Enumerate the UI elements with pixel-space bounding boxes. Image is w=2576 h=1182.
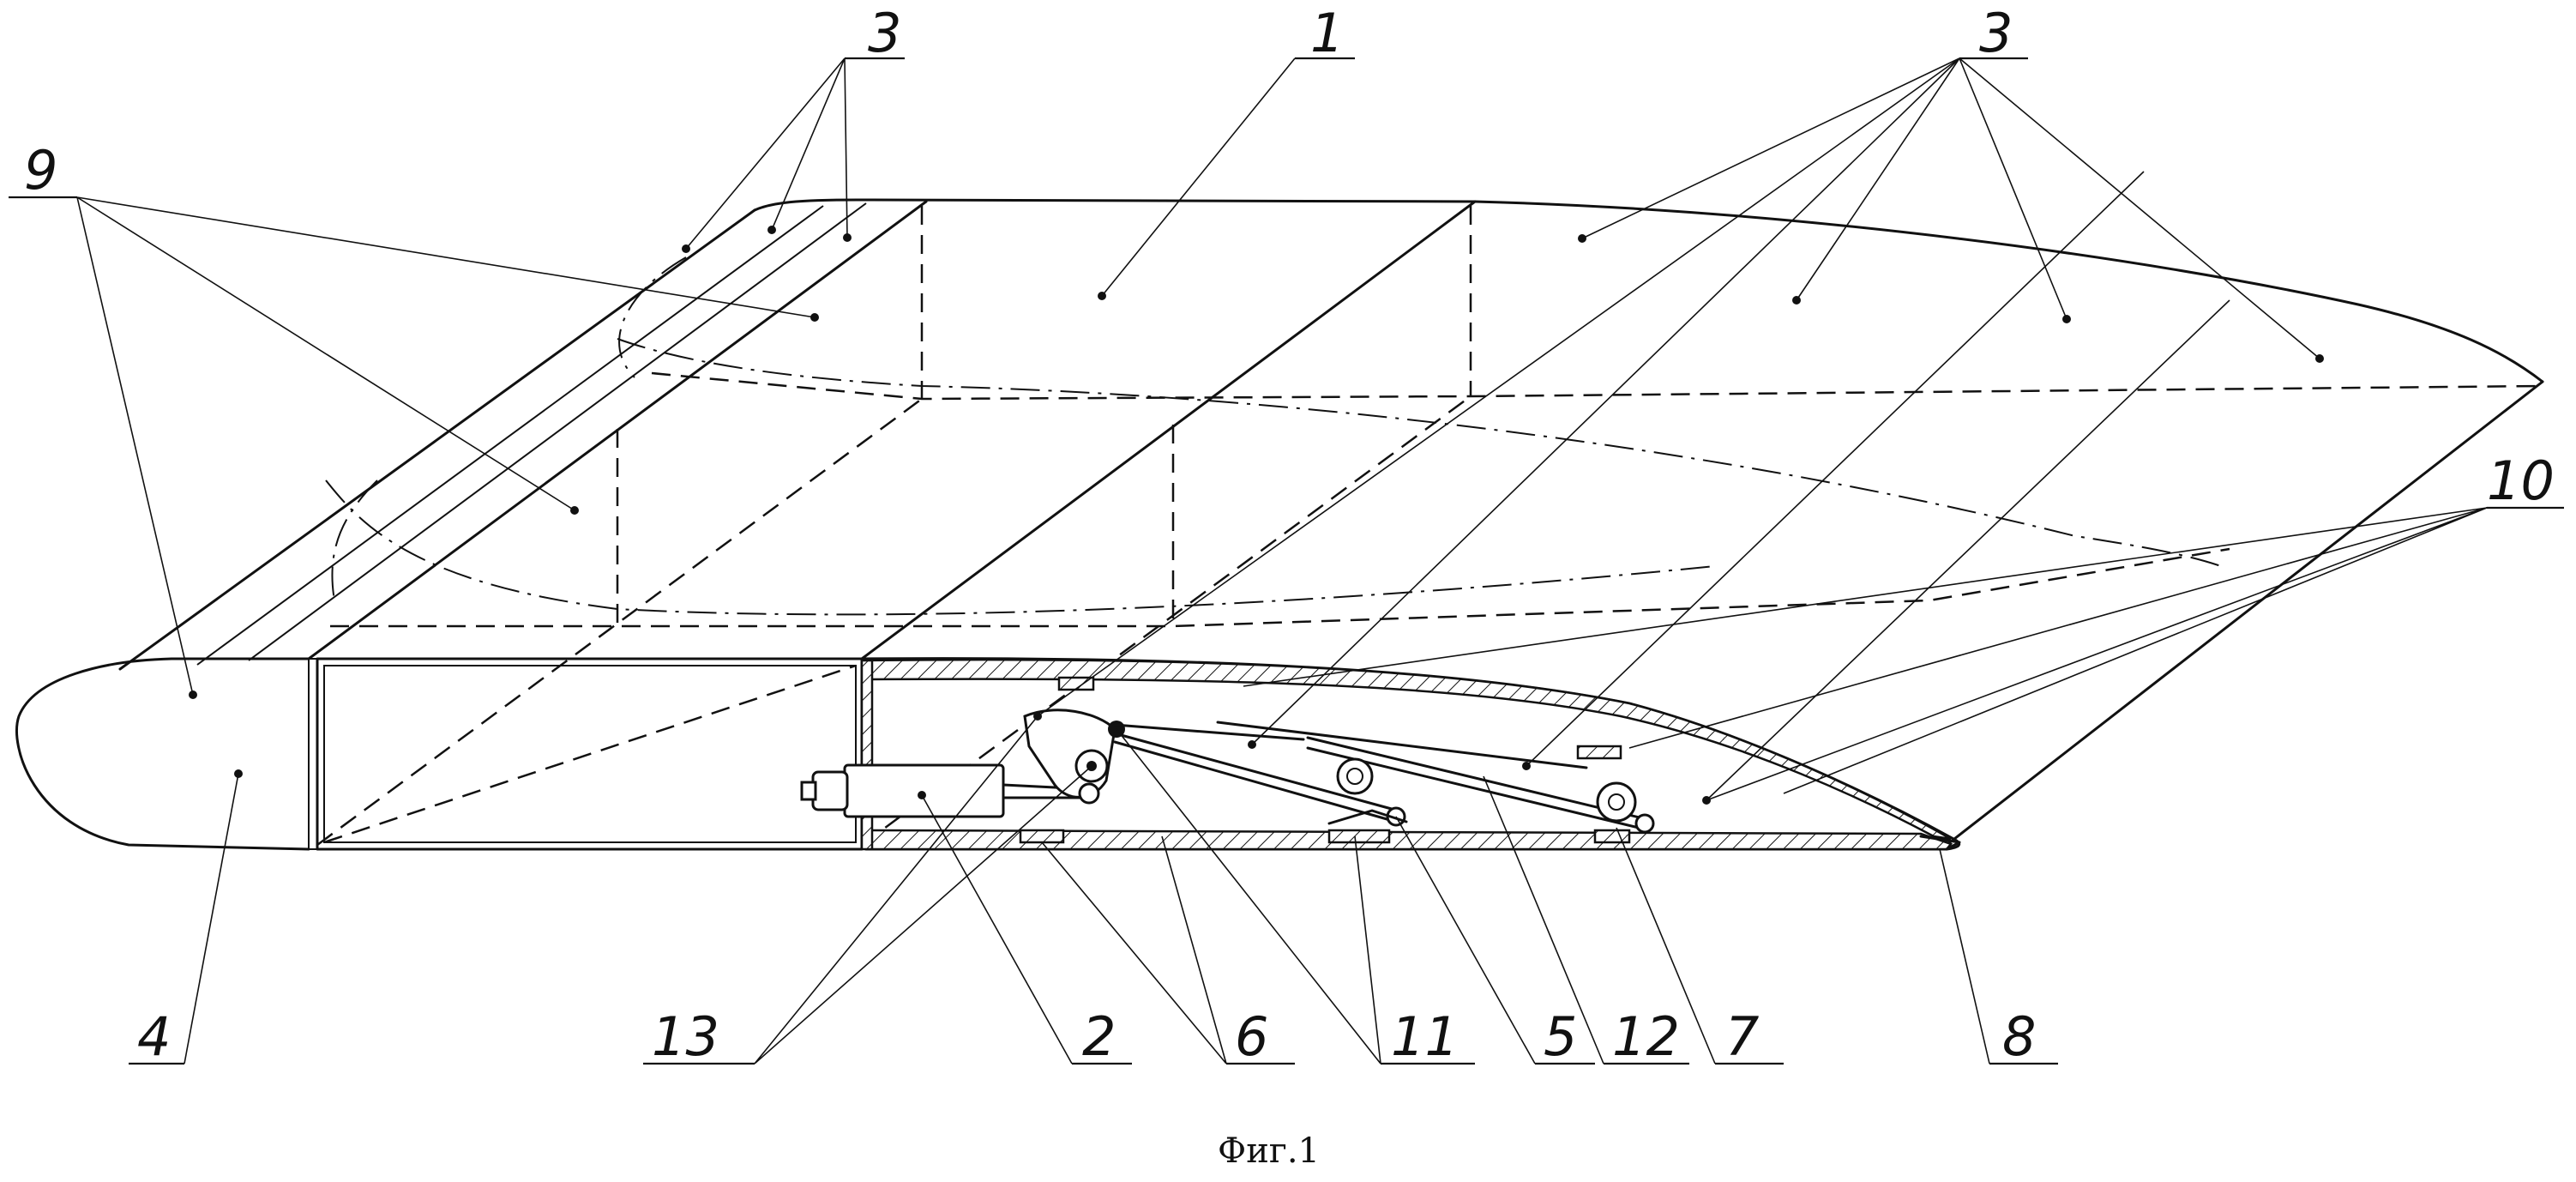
hidden-diagonal-1 [316,397,923,847]
roller-7-inner [1608,793,1625,811]
callout-1: 1 [1310,2,1344,64]
joint-12-end [1634,813,1655,834]
actuator-cylinder [843,763,1005,818]
callout-5: 5 [1544,1005,1577,1068]
leader-2 [921,794,1073,1064]
callout-12: 12 [1612,1005,1680,1068]
roller-7 [1596,781,1637,823]
front-cross-section [308,657,1961,851]
callout-4: 4 [137,1005,171,1068]
callout-6: 6 [1235,1005,1268,1068]
lower-bracket-7 [1593,829,1631,844]
hidden-lower-spar-line [330,547,2230,628]
box-section-inner [323,665,857,843]
leaders-3b [1581,57,2320,359]
leader-7 [1616,827,1716,1064]
front-spar-wall [860,659,874,851]
callout-7: 7 [1725,1005,1759,1068]
upper-skin-hatched [864,658,1952,841]
leader-12 [1483,775,1604,1064]
callout-9: 9 [24,139,57,202]
actuator-nozzle [800,781,817,801]
actuator-cap [811,770,849,811]
roller-upper [1336,757,1374,795]
leaders-3a [685,57,848,250]
leader-3b-long-4 [1706,299,2230,801]
figure-caption: Фиг.1 [1218,1131,1320,1171]
callout-13: 13 [652,1005,719,1068]
surface-markers [189,226,2324,778]
leader-1 [1101,57,1296,297]
leaders-13 [754,715,1092,1064]
upper-bracket-2 [1576,745,1622,760]
roller-upper-inner [1346,768,1363,785]
leading-edge-line-3 [248,202,867,661]
callout-10: 10 [2487,449,2555,512]
leader-4 [184,773,239,1064]
lower-bracket-6 [1019,829,1065,844]
leaders-9 [76,196,816,696]
leaders-6 [1041,835,1227,1064]
link-rod-5 [1113,732,1399,823]
actuator-end-joint [1078,782,1100,805]
lower-bracket-11 [1327,829,1391,844]
callout-2: 2 [1082,1005,1116,1068]
hidden-nose-curve-2 [331,479,378,601]
hidden-profile-curve-lower [325,479,1716,616]
upper-bracket-1 [1057,676,1095,691]
callout-8: 8 [2002,1005,2036,1068]
leader-5 [1395,816,1536,1064]
callout-3-right: 3 [1979,2,2013,64]
leading-edge-line-2 [196,205,824,666]
trailing-edge-tip-8 [1919,835,1961,851]
hidden-upper-spar-line [651,371,2543,401]
wing-outline [15,198,2544,851]
leader-lines [9,57,2564,1065]
callout-labels: 3 9 1 3 10 4 13 2 6 11 5 12 7 8 [24,2,2555,1068]
trailing-edge-line [1945,380,2544,847]
leader-8 [1939,848,1990,1064]
leaders-10 [1243,507,2488,801]
leader-3b-long-3 [1526,171,2145,767]
upper-surface-tip-curve [753,198,2544,383]
front-profile-nose [15,657,310,851]
callout-11: 11 [1391,1005,1459,1068]
leaders-11 [1116,728,1381,1064]
leader-3b-long-1 [1037,57,1960,717]
link-rod-upper [1113,723,1305,741]
hidden-profile-curve-upper [617,338,2222,567]
leader-3b-long-2 [1251,57,1960,745]
box-section-diagonal [323,664,857,844]
lower-support-5 [1327,809,1408,825]
guide-rail [1216,721,1588,769]
leading-edge-line-1 [118,208,756,671]
rib-line-mid [860,200,1477,660]
hidden-nose-curve [618,256,687,378]
callout-3-left: 3 [868,2,901,64]
